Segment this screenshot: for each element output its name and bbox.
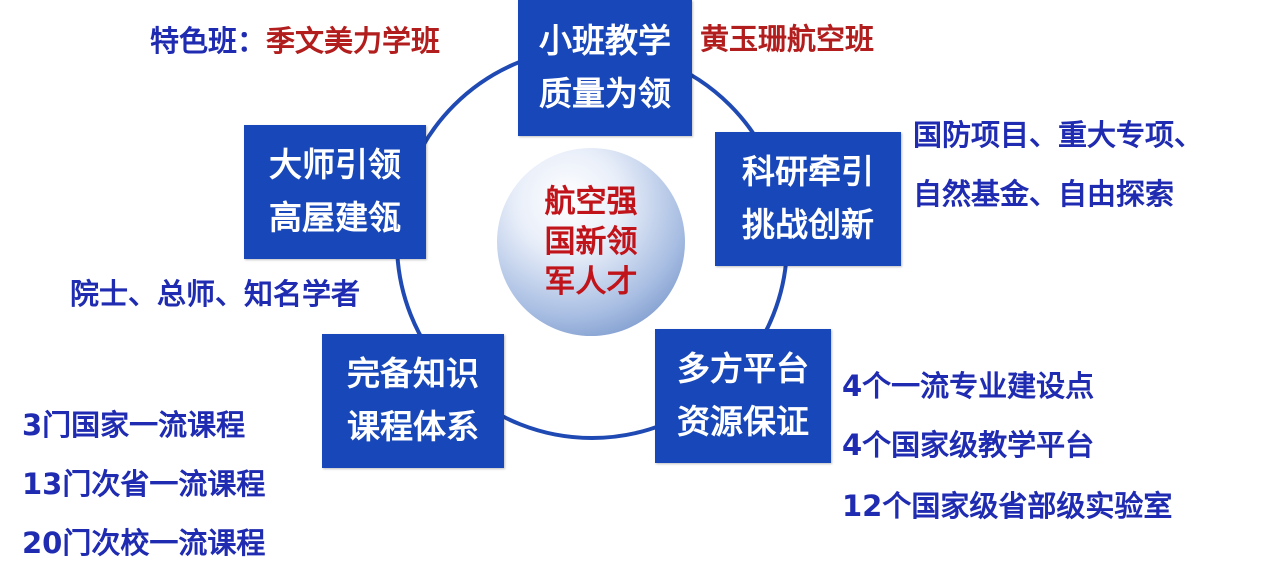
curriculum-box-line-1: 完备知识: [347, 354, 479, 394]
core-goal-circle: 航空强 国新领 军人才: [497, 148, 685, 336]
curriculum-note-1: 3门国家一流课程: [22, 408, 246, 442]
research-box-line-2: 挑战创新: [742, 205, 874, 244]
research-note-2: 自然基金、自由探索: [913, 177, 1175, 211]
core-goal-line-1: 航空强: [544, 183, 638, 220]
platform-note-1: 4个一流专业建设点: [842, 369, 1095, 403]
master-guidance-box: 大师引领 高屋建瓴: [244, 125, 426, 259]
curriculum-note-3: 20门次校一流课程: [22, 526, 266, 560]
featured-class-label: 特色班：季文美力学班: [150, 27, 440, 56]
featured-class-left: 季文美力学班: [266, 24, 441, 58]
master-note: 院士、总师、知名学者: [70, 277, 361, 311]
platform-note-2: 4个国家级教学平台: [842, 428, 1095, 462]
research-box-line-1: 科研牵引: [742, 152, 874, 192]
platform-box-line-1: 多方平台: [677, 349, 809, 389]
platform-note-3: 12个国家级省部级实验室: [842, 489, 1173, 523]
curriculum-system-box: 完备知识 课程体系: [322, 334, 504, 468]
curriculum-box-line-2: 课程体系: [347, 407, 479, 446]
featured-class-prefix: 特色班：: [150, 24, 267, 58]
curriculum-note-2: 13门次省一流课程: [22, 467, 266, 501]
small-class-box-line-1: 小班教学: [539, 21, 671, 61]
platform-resources-box: 多方平台 资源保证: [655, 329, 831, 463]
small-class-teaching-box: 小班教学 质量为领: [518, 0, 692, 136]
research-note-1: 国防项目、重大专项、: [913, 118, 1204, 152]
master-box-line-2: 高屋建瓴: [269, 198, 401, 237]
platform-box-line-2: 资源保证: [677, 402, 809, 441]
core-goal-line-3: 军人才: [544, 264, 638, 301]
core-goal-line-2: 国新领: [544, 223, 638, 260]
small-class-box-line-2: 质量为领: [539, 74, 671, 113]
research-driven-box: 科研牵引 挑战创新: [715, 132, 901, 266]
featured-class-right: 黄玉珊航空班: [700, 22, 875, 56]
master-box-line-1: 大师引领: [269, 145, 401, 185]
